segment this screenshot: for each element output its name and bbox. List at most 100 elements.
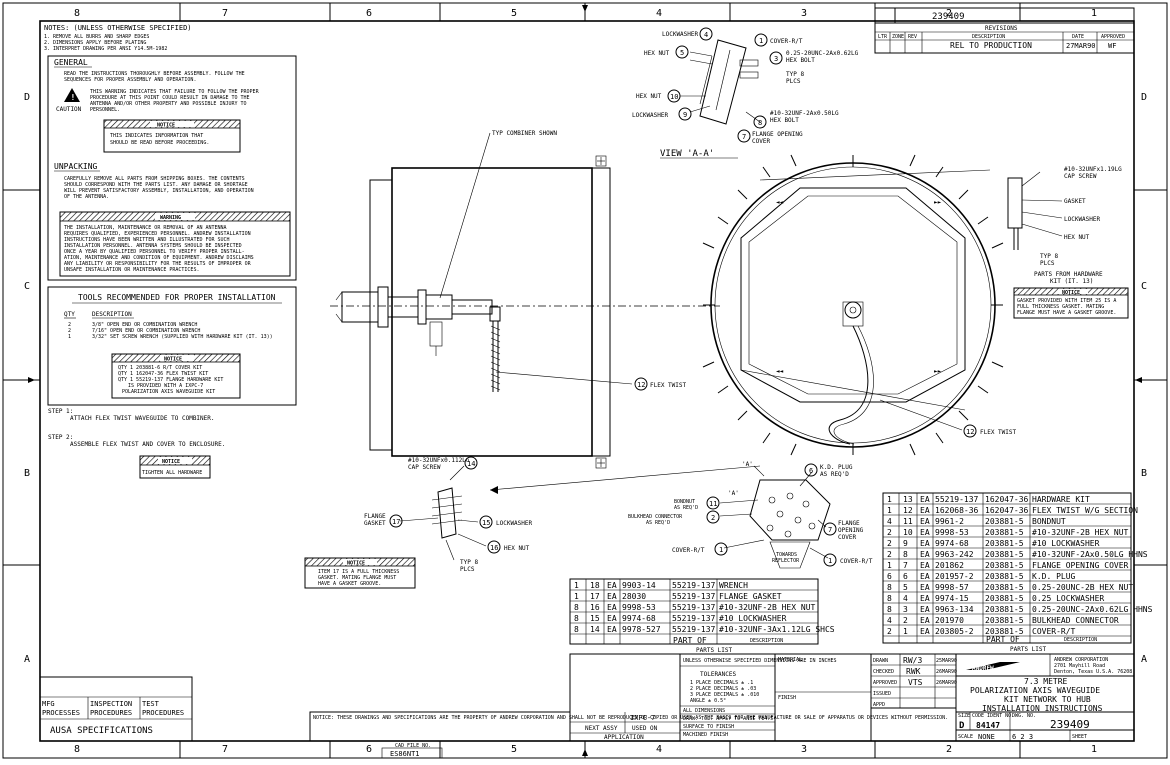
tol-extra: ALL DIMENSIONS — [683, 708, 725, 714]
svg-text:1: 1 — [828, 557, 832, 565]
doc-number-top: 239409 — [932, 12, 965, 22]
role-label: CHECKED — [873, 669, 894, 675]
checked-by: RWK — [906, 667, 921, 676]
tolerance-item: 1 PLACE DECIMALS ± .1 — [690, 680, 753, 686]
flange-bolt-ticks — [702, 154, 1004, 456]
parts-cell-part: 201957-2 — [935, 572, 974, 581]
svg-text:1: 1 — [719, 546, 723, 554]
parts-cell-desc: FLANGE OPENING COVER — [1032, 561, 1129, 570]
view-aa: VIEW 'A-A' — [660, 149, 1004, 456]
svg-text:►►: ►► — [934, 368, 942, 375]
parts-cell-uom: EA — [920, 550, 930, 559]
parts-cell-uom: EA — [920, 594, 930, 603]
caution-triangle-icon — [64, 88, 80, 102]
svg-text:7: 7 — [742, 133, 746, 141]
parts-cell-qty: 4 — [903, 594, 908, 603]
parts-cell-find: 1 — [574, 592, 579, 601]
svg-text:17: 17 — [392, 518, 400, 526]
parts-cell-find: 1 — [887, 561, 892, 570]
tools-qty: 2 — [68, 322, 71, 328]
parts-cell-desc: WRENCH — [719, 581, 748, 590]
parts-cell-part: 9974-15 — [935, 594, 969, 603]
proprietary-notice: NOTICE: THESE DRAWINGS AND SPECIFICATION… — [313, 715, 948, 721]
parts-cell-dwg: 55219-137 — [672, 592, 716, 601]
warning-text: THE INSTALLATION, MAINTENANCE OR REMOVAL… — [64, 225, 227, 231]
svg-text:!: ! — [71, 93, 76, 102]
parts-cell-dwg: 203881-5 — [985, 594, 1024, 603]
parts-cell-qty: 10 — [903, 528, 913, 537]
tools-qty: 1 — [68, 334, 71, 340]
zone-row-label: A — [24, 654, 30, 665]
parts-cell-dwg: 55219-137 — [672, 625, 716, 634]
tolerance-item: 2 PLACE DECIMALS ± .03 — [690, 686, 756, 692]
parts-cell-dwg: 203881-5 — [985, 539, 1024, 548]
tools-col-qty: QTY — [64, 311, 75, 318]
parts-cell-qty: 13 — [903, 495, 913, 504]
notes-item: 2. DIMENSIONS APPLY BEFORE PLATING — [44, 40, 146, 46]
svg-text:#10-32UNFx0.112LG: #10-32UNFx0.112LG — [408, 457, 470, 464]
zone-row-label: B — [1141, 468, 1147, 479]
svg-text:6: 6 — [809, 467, 813, 475]
tol-extra: DRAW. TOL. APPLY TO ANSI Y14.5 — [683, 716, 773, 722]
role-label: DRAWN — [873, 658, 888, 664]
title-block: NOTICE: THESE DRAWINGS AND SPECIFICATION… — [309, 653, 1135, 759]
sheet-value: 6 2 3 — [1012, 733, 1033, 741]
parts-cell-desc: #10-32UNF-2B HEX NUT — [1032, 528, 1129, 537]
parts-cell-uom: EA — [920, 627, 930, 636]
used-on-label: USED ON — [632, 725, 658, 732]
company-addr: 2701 Mayhill Road — [1054, 663, 1105, 669]
svg-text:BULKHEAD CONNECTOR: BULKHEAD CONNECTOR — [628, 514, 683, 520]
caution-label: CAUTION — [56, 106, 82, 113]
scale-value: NONE — [978, 733, 995, 741]
svg-text:2: 2 — [711, 514, 715, 522]
parts-cell-desc: HARDWARE KIT — [1032, 495, 1090, 504]
parts-cell-desc: #10-32UNF-2Ax0.50LG HHNS — [1032, 550, 1148, 559]
parts-cell-dwg: 203881-5 — [985, 528, 1024, 537]
notice-text: THIS INDICATES INFORMATION THAT — [110, 133, 203, 139]
zone-col-label: 6 — [366, 744, 372, 755]
cad-file-no: ES86NT1 — [390, 750, 420, 758]
notes-item: 3. INTERPRET DRAWING PER ANSI Y14.5M-198… — [44, 46, 167, 52]
notes-header: NOTES: (UNLESS OTHERWISE SPECIFIED) — [44, 24, 192, 32]
next-assy-label: NEXT ASSY — [585, 725, 618, 732]
parts-cell-dwg: 203881-5 — [985, 550, 1024, 559]
parts-cell-uom: EA — [920, 616, 930, 625]
unpacking-text: WILL PREVENT SATISFACTORY ASSEMBLY, INST… — [64, 188, 254, 194]
svg-text:GASKET PROVIDED WITH ITEM 25 I: GASKET PROVIDED WITH ITEM 25 IS A — [1017, 298, 1116, 304]
svg-text:CAP SCREW: CAP SCREW — [1064, 173, 1097, 180]
tol-extra: SURFACE TO FINISH — [683, 724, 734, 730]
parts-cell-dwg: 203881-5 — [985, 583, 1024, 592]
tools-desc: 3/8" OPEN END OR COMBINATION WRENCH — [92, 322, 197, 328]
tools-desc: 7/16" OPEN END OR COMBINATION WRENCH — [92, 328, 200, 334]
zone-row-label: C — [24, 281, 30, 292]
steps-section: STEP 1: ATTACH FLEX TWIST WAVEGUIDE TO C… — [48, 408, 225, 479]
zone-row-label: A — [1141, 654, 1147, 665]
title-line: KIT NETWORK TO HUB — [1004, 695, 1091, 704]
svg-text:LOCKWASHER: LOCKWASHER — [1064, 216, 1101, 223]
svg-text:10: 10 — [670, 93, 678, 101]
size-label: SIZE — [958, 713, 970, 719]
flange-detail: 14 #10-32UNFx0.112LG CAP SCREW 17 FLANGE… — [304, 456, 761, 589]
parts-cell-desc: #10 LOCKWASHER — [719, 614, 787, 623]
tools-notice-text: IS PROVIDED WITH A IXPC-7 — [128, 383, 203, 389]
svg-text:►►: ►► — [934, 199, 942, 206]
parts-cell-find: 2 — [887, 528, 892, 537]
parts-cell-uom: EA — [920, 506, 930, 515]
zone-row-label: B — [24, 468, 30, 479]
ausa-specs: AUSA SPECIFICATIONS — [50, 726, 153, 736]
warning-text: ONCE A YEAR BY QUALIFIED PERSONNEL TO VE… — [64, 249, 245, 255]
svg-text:COVER: COVER — [838, 534, 856, 541]
parts-cell-uom: EA — [920, 572, 930, 581]
parts-cell-uom: EA — [607, 614, 617, 623]
parts-cell-dwg: 55219-137 — [672, 581, 716, 590]
svg-text:FULL THICKNESS GASKET. MATING: FULL THICKNESS GASKET. MATING — [1017, 304, 1104, 310]
tolerance-header: UNLESS OTHERWISE SPECIFIED DIMENSIONS AR… — [683, 658, 837, 664]
parts-cell-uom: EA — [920, 539, 930, 548]
svg-text:LOCKWASHER: LOCKWASHER — [662, 31, 699, 38]
svg-text:LOCKWASHER: LOCKWASHER — [496, 520, 533, 527]
callout-12-flex-twist: 12 FLEX TWIST — [634, 377, 687, 391]
cover-detail: 'A' 'A' TOWARDS REFLECTOR 11 BONDNUT AS … — [628, 461, 873, 569]
